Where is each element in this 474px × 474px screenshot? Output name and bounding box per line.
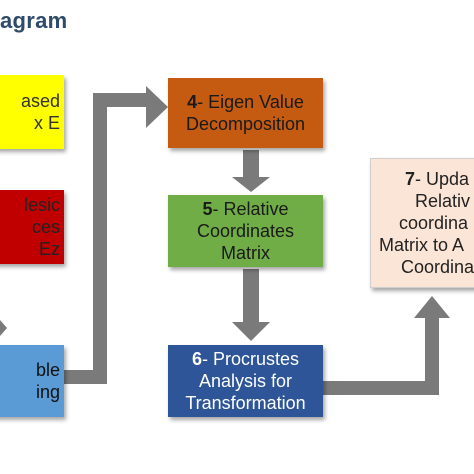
arrow-head-eigen-relative [232,177,270,192]
blue-box-line-1: ble [35,360,60,380]
arrow-head-to-update [414,296,450,318]
arrow-head-relative-procrustes [232,322,270,341]
update-box-line-3: coordina [399,213,469,233]
update-box-line-5: Coordina [401,257,474,277]
yellow-box-line-2: x E [33,113,60,133]
procrustes-box-line-3: Transformation [185,393,306,413]
yellow-box-line-1: ased [20,91,60,111]
update-box-line-1: - Upda [415,169,470,189]
arrow-to-update [322,316,439,395]
procrustes-box: 6- Procrustes Analysis for Transformatio… [168,345,323,417]
relative-box-number: 5 [202,199,213,219]
arrow-to-eigen [62,93,148,384]
eigen-box-line-2: Decomposition [185,114,306,134]
relative-box-line-2: Coordinates [196,221,295,241]
arrow-shaft-relative-procrustes [243,269,259,323]
yellow-box: ased x E [0,75,64,149]
red-box: lesic ces Ez [0,190,64,264]
blue-box: ble ing [0,345,64,417]
relative-box-line-1: - Relative [212,199,289,219]
procrustes-box-line-2: Analysis for [198,371,293,391]
red-box-line-1: lesic [23,195,60,215]
page-title: agram [0,8,68,33]
update-box-line-2: Relativ [415,191,471,211]
eigen-box: 4- Eigen Value Decomposition [168,78,323,148]
relative-box-line-3: Matrix [221,243,270,263]
update-box: 7- Upda Relativ coordina Matrix to A Coo… [370,158,474,288]
procrustes-box-number: 6 [191,349,202,369]
arrow-shaft-eigen-relative [243,150,259,178]
arrow-head-left-stub [0,320,7,336]
relative-box: 5- Relative Coordinates Matrix [168,195,323,267]
eigen-box-number: 4 [187,92,198,112]
update-box-line-4: Matrix to A [379,235,465,255]
blue-box-line-2: ing [35,382,60,402]
red-box-line-2: ces [31,217,60,237]
red-box-line-3: Ez [38,239,60,259]
update-box-number: 7 [405,169,416,189]
procrustes-box-line-1: - Procrustes [201,349,300,369]
arrow-head-to-eigen [146,86,168,128]
eigen-box-line-1: - Eigen Value [197,92,304,112]
